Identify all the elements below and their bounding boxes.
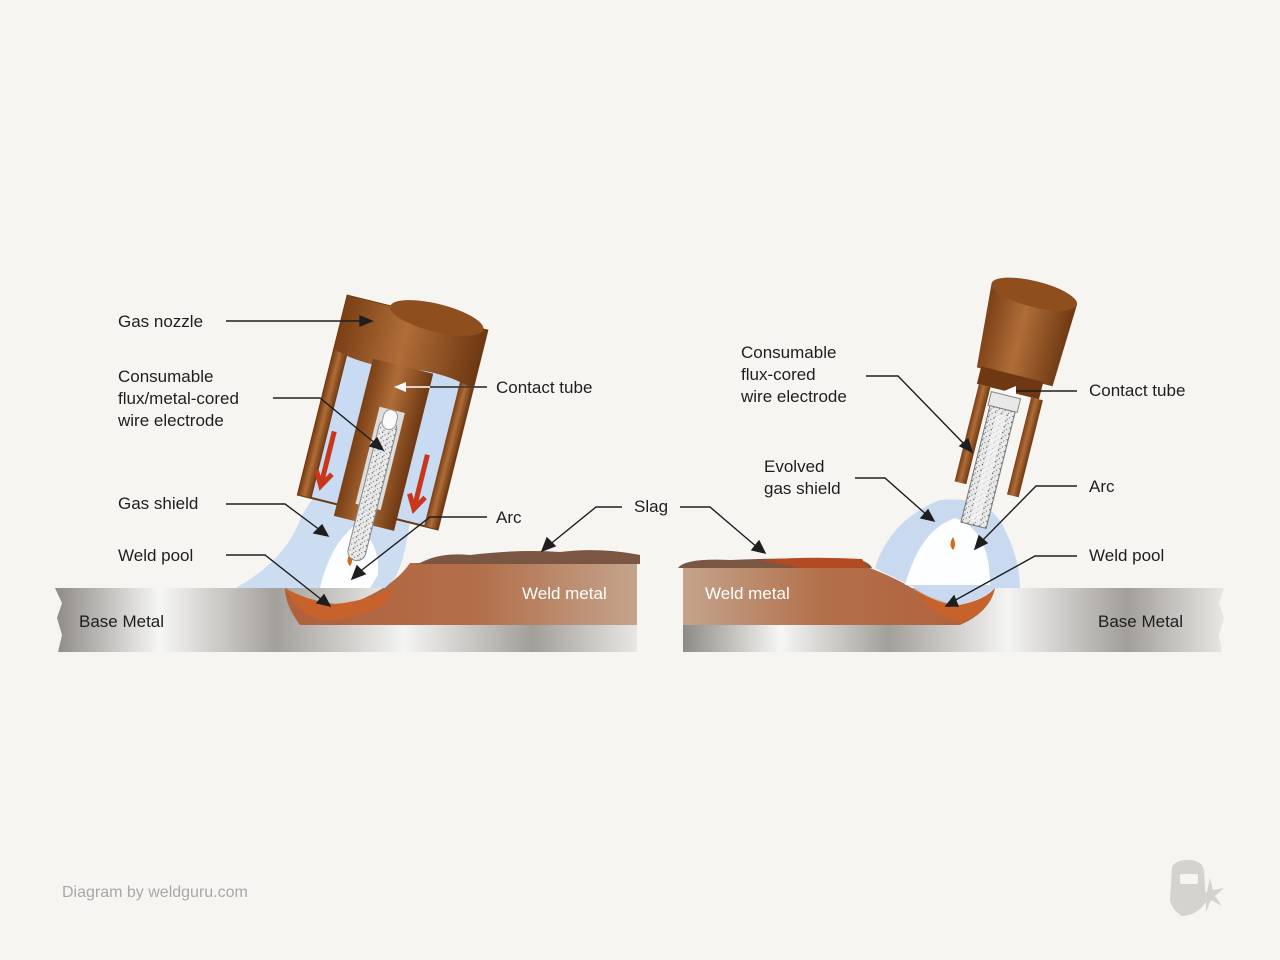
label-left-gas-shield: Gas shield bbox=[118, 494, 199, 513]
label-right-contact-tube: Contact tube bbox=[1089, 381, 1186, 400]
leader-lines bbox=[226, 314, 1077, 608]
label-gas-nozzle: Gas nozzle bbox=[118, 312, 204, 331]
label-right-arc: Arc bbox=[1089, 477, 1115, 496]
label-left-weld-pool: Weld pool bbox=[118, 546, 194, 565]
label-slag: Slag bbox=[634, 497, 669, 516]
label-left-electrode: Consumable flux/metal-cored wire electro… bbox=[118, 367, 239, 430]
credit-text: Diagram by weldguru.com bbox=[62, 884, 248, 901]
label-right-weld-pool: Weld pool bbox=[1089, 546, 1165, 565]
right-weld-metal-bead bbox=[683, 568, 995, 625]
label-right-evolved-gas-shield: Evolved gas shield bbox=[764, 457, 841, 498]
left-weld-pool bbox=[285, 588, 395, 621]
label-left-arc: Arc bbox=[496, 508, 522, 527]
label-left-contact-tube: Contact tube bbox=[496, 378, 593, 397]
label-right-weld-metal: Weld metal bbox=[705, 584, 790, 603]
right-assembly bbox=[678, 277, 1224, 652]
welding-helmet-logo-icon bbox=[1170, 860, 1224, 916]
label-right-base-metal: Base Metal bbox=[1098, 612, 1184, 631]
label-right-electrode: Consumable flux-cored wire electrode bbox=[741, 343, 847, 406]
left-slag-layer bbox=[415, 550, 640, 564]
label-left-base-metal: Base Metal bbox=[79, 612, 165, 631]
label-left-weld-metal: Weld metal bbox=[522, 584, 607, 603]
